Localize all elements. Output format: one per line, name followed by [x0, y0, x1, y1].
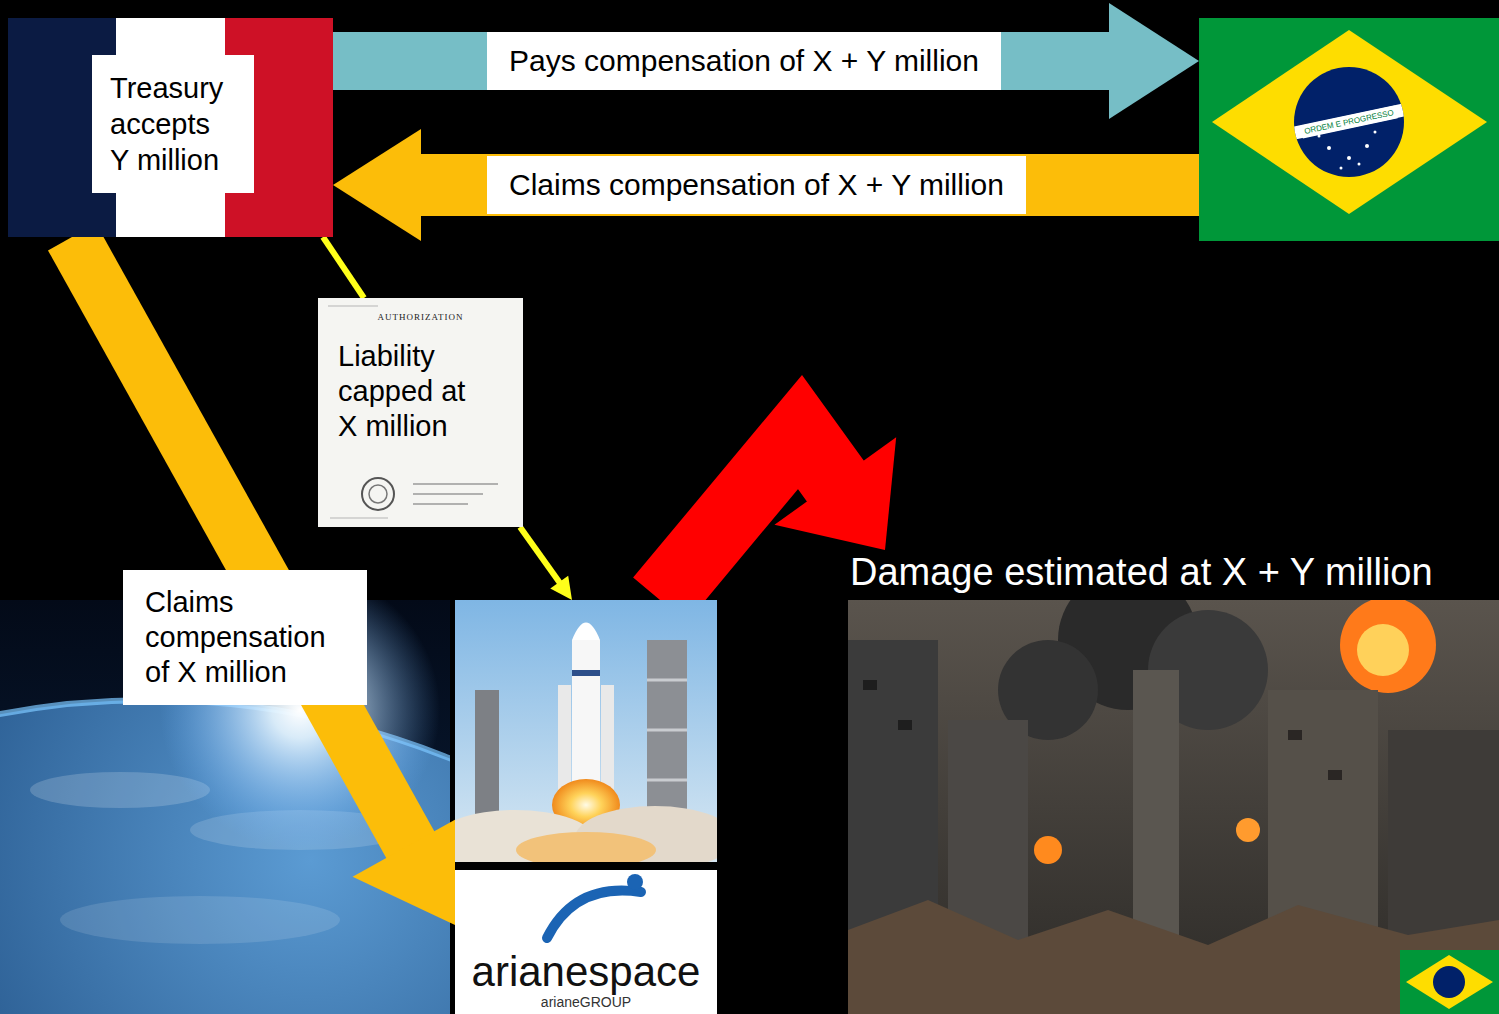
brazil-flag [1199, 18, 1499, 241]
brazil-flag-node: ORDEM E PROGRESSO [1199, 18, 1499, 241]
window [1328, 770, 1342, 780]
rocket-booster [558, 685, 571, 790]
rocket-fairing [572, 623, 600, 641]
edge-label-box: Claims compensation of X million [123, 570, 367, 705]
arrow-shaft [323, 237, 364, 298]
treasury-box: Treasury accepts Y million [92, 55, 254, 193]
stamp-seal-inner [369, 485, 387, 503]
ruined-building [1388, 730, 1499, 1014]
damage-scene [848, 600, 1499, 1014]
connector-arrow [520, 527, 572, 600]
arrow-head [353, 813, 468, 925]
arrow-shaft [420, 154, 1200, 216]
scribble-line [413, 483, 498, 485]
flag-star [1340, 167, 1343, 170]
connector-arrow [323, 237, 364, 298]
cloud [60, 896, 340, 944]
node-text: arianespace [472, 950, 701, 994]
logo-dot [627, 874, 643, 890]
node-text: AUTHORIZATION [338, 312, 503, 323]
explosion-core [1357, 624, 1409, 676]
launch-tower [647, 640, 687, 830]
tower-lattice [647, 779, 687, 782]
arrow-shaft [333, 32, 1111, 90]
scene-ground [848, 600, 1499, 1014]
flag-star [1347, 156, 1351, 160]
edge-label: Claims compensation of X million [145, 585, 345, 690]
launch-tower [475, 690, 499, 830]
node-text: Liability capped at X million [338, 339, 478, 444]
stamp-seal [362, 478, 394, 510]
node-text: Treasury accepts Y million [110, 70, 230, 178]
fire [1236, 818, 1260, 842]
scribble-line [413, 503, 468, 505]
flag-star [1327, 146, 1331, 150]
fire [1034, 836, 1062, 864]
node-text: arianeGROUP [541, 994, 631, 1010]
flag-star [1365, 144, 1369, 148]
flag-blue-globe [1294, 67, 1404, 177]
paper-sheet [318, 298, 523, 527]
flag-yellow-diamond [1212, 30, 1487, 214]
node-text: Damage estimated at X + Y million [848, 550, 1499, 594]
rocket-band [572, 670, 600, 676]
scribble-line [330, 518, 388, 519]
logo-panel [455, 870, 717, 1014]
flag-motto-band [1289, 103, 1409, 141]
rocket-booster [601, 685, 614, 790]
small-flag-globe [1433, 966, 1465, 998]
explosion [1340, 600, 1436, 693]
authorization-document: AUTHORIZATION Liability capped at X milli… [318, 298, 523, 527]
rubble [848, 900, 1499, 1014]
flag-star [1374, 131, 1377, 134]
tower-lattice [647, 679, 687, 682]
small-flag-diamond [1406, 955, 1493, 1009]
window [898, 720, 912, 730]
arrow-head [333, 129, 421, 241]
node-text: ORDEM E PROGRESSO [1300, 106, 1398, 139]
flag-green-field [1199, 18, 1499, 241]
scribble-line [413, 493, 483, 495]
window [863, 680, 877, 690]
edge-label: Claims compensation of X + Y million [509, 167, 1004, 203]
edge-label: Pays compensation of X + Y million [509, 43, 979, 79]
flag-star [1358, 163, 1361, 166]
rocket-core [572, 640, 600, 790]
small-brazil-flag [1400, 950, 1499, 1014]
scribble-line [328, 306, 378, 307]
arianespace-launcher: arianespacearianeGROUP [455, 600, 717, 1014]
arrow-head [774, 437, 896, 550]
connector-arrow [333, 129, 1199, 241]
arrow-head [550, 576, 572, 600]
logo-swoosh [547, 890, 641, 938]
edge-label-box: Claims compensation of X + Y million [487, 156, 1026, 214]
window [1288, 730, 1302, 740]
connector-arrow [333, 3, 1199, 119]
damage-node: Damage estimated at X + Y million [848, 550, 1499, 1014]
arrow-head [1109, 3, 1199, 119]
arrow-shaft [520, 527, 560, 583]
edge-label-box: Pays compensation of X + Y million [487, 32, 1001, 90]
photo-gap [455, 862, 717, 870]
treasury-flag-node: Treasury accepts Y million [8, 18, 333, 237]
tower-lattice [647, 729, 687, 732]
